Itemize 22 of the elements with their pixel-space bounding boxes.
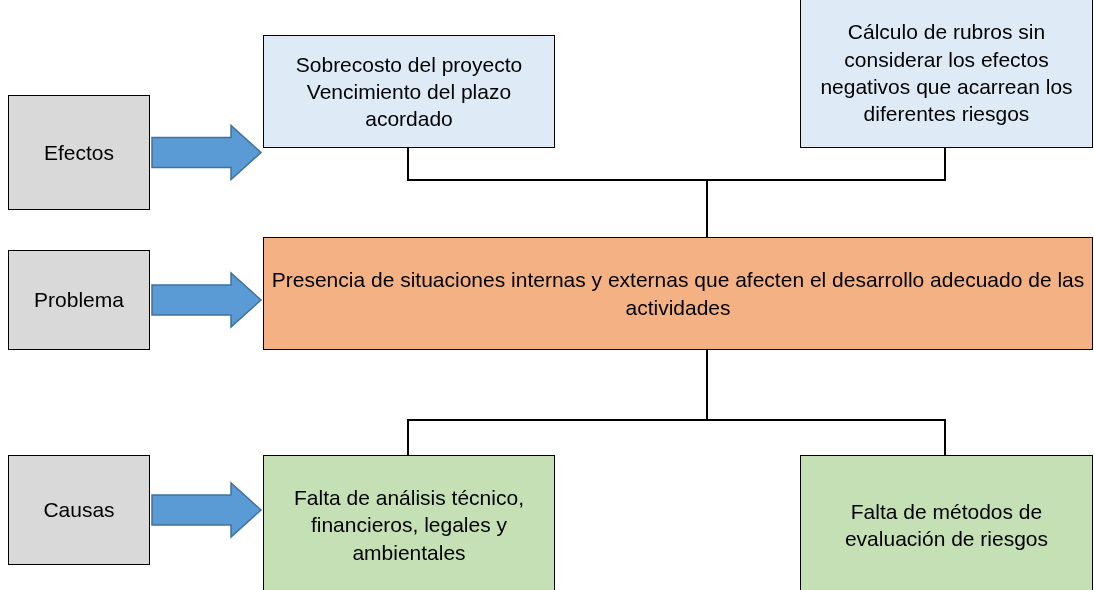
box-text: Sobrecosto del proyecto	[295, 51, 523, 78]
cause-box	[800, 455, 1093, 590]
category-box	[8, 250, 150, 350]
box-text: Vencimiento del plazo acordado	[305, 78, 513, 133]
category-box	[8, 455, 150, 565]
box-text: Causas	[43, 497, 115, 524]
category-box	[8, 95, 150, 210]
box-text: Falta de análisis técnico, financieros, legales y ambientales	[293, 485, 525, 566]
box-text: Falta de métodos de evaluación de riesgos	[843, 498, 1050, 552]
connector-line	[706, 147, 946, 238]
effect-box	[800, 0, 1093, 148]
box-text: Problema	[34, 287, 124, 314]
block-arrow	[151, 481, 263, 539]
box-text: Cálculo de rubros sin considerar los efectos negativos que acarrean los diferentes riesgos	[819, 19, 1074, 128]
box-text: Efectos	[43, 139, 114, 166]
block-arrow	[151, 271, 263, 329]
block-arrow	[151, 123, 263, 182]
box-text: Presencia de situaciones internas y externas que afecten el desarrollo adecuado de las actividades	[270, 267, 1086, 321]
problem-box	[263, 237, 1093, 350]
effect-box	[263, 35, 555, 148]
connector-line	[706, 349, 946, 456]
cause-box	[263, 455, 555, 590]
